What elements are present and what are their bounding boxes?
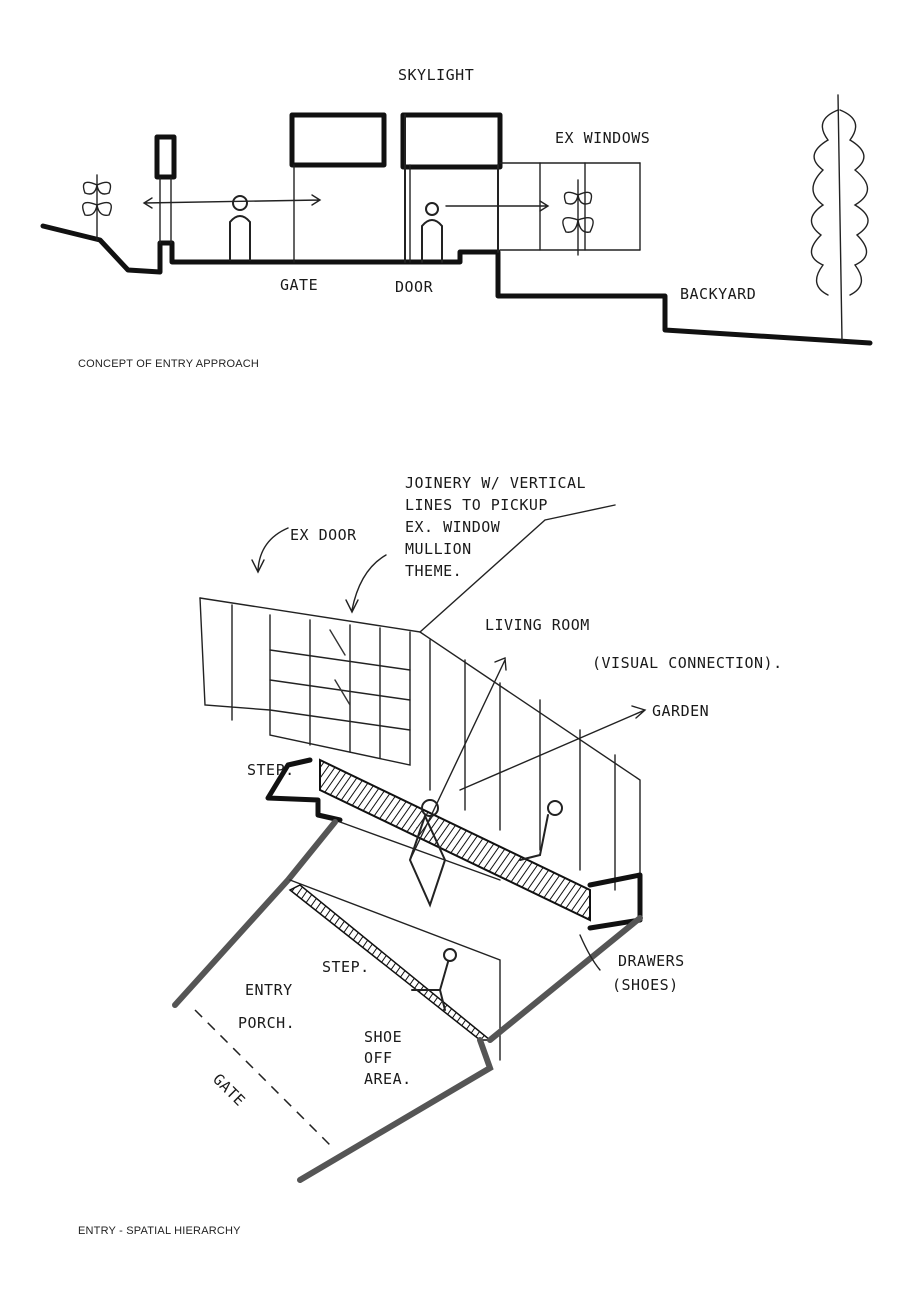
gate-post [154, 134, 177, 180]
ground-line [40, 223, 873, 346]
label-step-upper: STEP. [247, 761, 295, 779]
note-line: EX. WINDOW [405, 518, 501, 536]
joinery-shelves [269, 614, 411, 766]
label-drawers: DRAWERS [618, 952, 685, 970]
label-living-room: LIVING ROOM [485, 616, 590, 634]
spatial-hierarchy-section: JOINERY W/ VERTICAL LINES TO PICKUP EX. … [172, 474, 783, 1183]
label-ex-windows: EX WINDOWS [555, 129, 650, 147]
porch-wall [172, 819, 338, 1008]
note-line: MULLION [405, 540, 472, 558]
label-visual-connection: (VISUAL CONNECTION). [592, 654, 783, 672]
joinery-note: JOINERY W/ VERTICAL LINES TO PICKUP EX. … [405, 474, 586, 580]
tree-icon [82, 94, 869, 341]
label-ex-door: EX DOOR [290, 526, 357, 544]
caption-entry-approach: CONCEPT OF ENTRY APPROACH [78, 358, 260, 370]
caption-spatial-hierarchy: ENTRY - SPATIAL HIERARCHY [78, 1225, 241, 1237]
person-figure [229, 195, 443, 263]
note-line: LINES TO PICKUP [405, 496, 548, 514]
label-gate-porch: GATE [209, 1070, 249, 1110]
entry-approach-section: SKYLIGHT EX WINDOWS GATE DOOR BACKYARD [40, 66, 873, 346]
label-step-lower: STEP. [322, 958, 370, 976]
label-door: DOOR [395, 278, 434, 296]
person-figure [408, 799, 563, 1011]
arrow [251, 527, 289, 574]
label-gate: GATE [280, 276, 318, 294]
label-shoes: (SHOES) [612, 976, 679, 994]
note-line: JOINERY W/ VERTICAL [405, 474, 586, 492]
label-garden: GARDEN [652, 702, 709, 720]
label-shoe: SHOE [364, 1028, 402, 1046]
label-area: AREA. [364, 1070, 412, 1088]
bench-hatched [319, 758, 643, 931]
step-upper [265, 757, 343, 823]
arrow [142, 194, 322, 209]
step-lower [288, 884, 493, 1041]
skylight-left [289, 112, 387, 168]
label-skylight: SKYLIGHT [398, 66, 474, 84]
ex-window-mullions [419, 631, 641, 901]
label-entry: ENTRY [245, 981, 293, 999]
skylight-right [400, 112, 503, 170]
label-off: OFF [364, 1049, 393, 1067]
label-porch: PORCH. [238, 1014, 295, 1032]
label-backyard: BACKYARD [680, 285, 756, 303]
note-line: THEME. [405, 562, 462, 580]
